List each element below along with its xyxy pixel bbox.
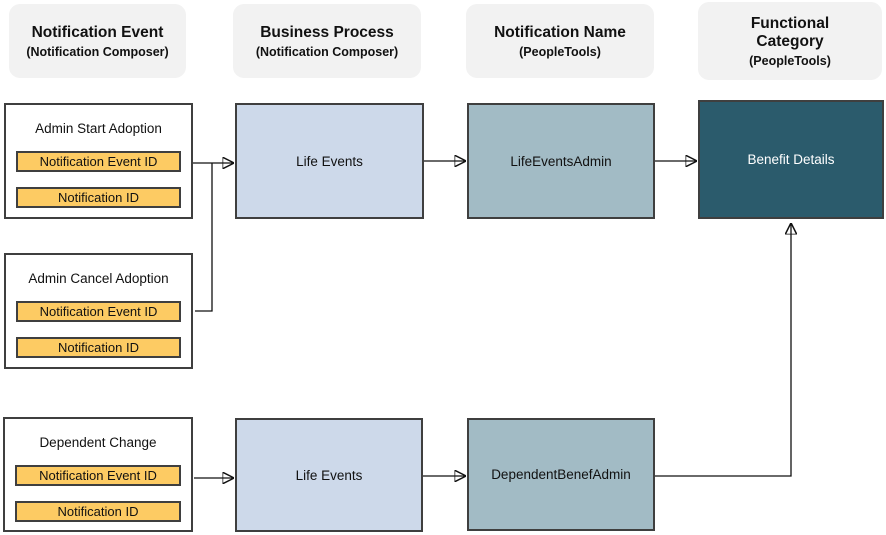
field-chip-notification-id: Notification ID	[16, 187, 181, 208]
field-chip-notification-event-id: Notification Event ID	[16, 151, 181, 172]
event-box-admin-cancel-adoption: Admin Cancel Adoption Notification Event…	[4, 253, 193, 369]
field-chip-notification-id: Notification ID	[15, 501, 181, 522]
notification-label: LifeEventsAdmin	[510, 153, 612, 169]
column-header-business-process: Business Process (Notification Composer)	[233, 4, 421, 78]
column-header-functional-category: Functional Category (PeopleTools)	[698, 2, 882, 80]
header-subtitle: (Notification Composer)	[255, 44, 399, 59]
header-subtitle: (PeopleTools)	[749, 53, 831, 68]
process-box-life-events-top: Life Events	[235, 103, 424, 219]
category-label: Benefit Details	[747, 152, 835, 167]
event-title: Admin Start Adoption	[35, 121, 162, 136]
event-title: Dependent Change	[39, 435, 157, 450]
event-box-dependent-change: Dependent Change Notification Event ID N…	[3, 417, 193, 532]
header-title: Notification Name	[494, 23, 626, 41]
header-title: Functional Category	[750, 14, 830, 50]
category-box-benefit-details: Benefit Details	[698, 100, 884, 219]
notification-box-dependentbenefadmin: DependentBenefAdmin	[467, 418, 655, 531]
header-subtitle: (PeopleTools)	[519, 44, 601, 59]
field-chip-notification-event-id: Notification Event ID	[15, 465, 181, 486]
header-subtitle: (Notification Composer)	[26, 44, 169, 59]
process-label: Life Events	[296, 153, 363, 169]
connector-dependentbenefadmin-to-benefit-details	[655, 224, 791, 477]
event-title: Admin Cancel Adoption	[28, 271, 169, 286]
process-box-life-events-bottom: Life Events	[235, 418, 423, 532]
header-title: Business Process	[260, 23, 394, 41]
column-header-notification-event: Notification Event (Notification Compose…	[9, 4, 186, 78]
connector-admin-cancel-branch	[195, 163, 213, 312]
header-title: Notification Event	[31, 23, 164, 41]
notification-box-lifeeventsadmin: LifeEventsAdmin	[467, 103, 655, 219]
column-header-notification-name: Notification Name (PeopleTools)	[466, 4, 654, 78]
event-box-admin-start-adoption: Admin Start Adoption Notification Event …	[4, 103, 193, 219]
field-chip-notification-id: Notification ID	[16, 337, 181, 358]
notification-label: DependentBenefAdmin	[491, 467, 631, 482]
field-chip-notification-event-id: Notification Event ID	[16, 301, 181, 322]
process-label: Life Events	[295, 467, 363, 483]
